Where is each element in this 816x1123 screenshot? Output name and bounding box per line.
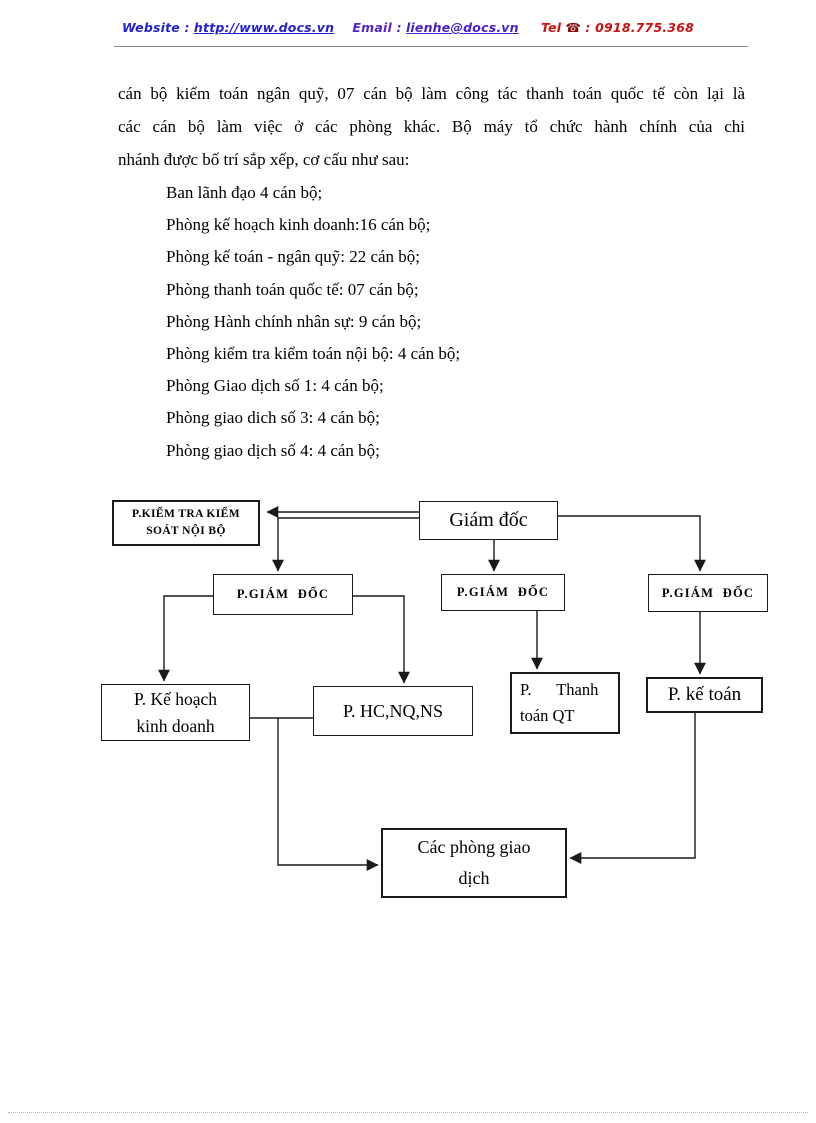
header-divider [114,46,748,47]
paragraph-line: các cán bộ làm việc ở các phòng khác. Bộ… [118,117,745,136]
box-kiem-tra-kiem-soat-noi-bo: P.KIỂM TRA KIỂM SOÁT NỘI BỘ [112,500,260,546]
list-item: Phòng giao dịch số 4: 4 cán bộ; [166,440,380,460]
box-ke-hoach-kinh-doanh: P. Kế hoạch kinh doanh [101,684,250,741]
footer-divider [8,1112,808,1113]
box-label: kinh doanh [136,715,215,736]
document-body: cán bộ kiểm toán ngân quỹ, 07 cán bộ làm… [118,77,745,467]
box-label: P.KIỂM TRA KIỂM [132,508,240,521]
box-label: P.GIÁM ĐỐC [456,585,550,599]
box-pho-giam-doc-middle: P.GIÁM ĐỐC [441,574,565,611]
box-label: Giám đốc [449,509,528,531]
email-link[interactable]: lienhe@docs.vn [405,20,519,35]
box-hc-nq-ns: P. HC,NQ,NS [313,686,473,736]
website-link[interactable]: http://www.docs.vn [193,20,335,35]
list-item: Phòng Giao dịch số 1: 4 cán bộ; [166,376,384,396]
box-label: P. HC,NQ,NS [342,700,444,721]
box-label: toán QT [520,706,575,725]
list-item: Phòng giao dich số 3: 4 cán bộ; [166,408,380,428]
box-label: P. Kế hoạch [133,689,218,710]
box-thanh-toan-qt: P. Thanh toán QT [510,672,620,734]
org-chart-connectors [158,506,706,871]
email-label: Email : [352,20,402,35]
paragraph-line: nhánh được bố trí sắp xếp, cơ cấu như sa… [118,150,410,169]
staff-list: Ban lãnh đạo 4 cán bộ; Phòng kế hoạch ki… [118,177,745,467]
page-header: Website : http://www.docs.vn Email : lie… [0,20,816,35]
list-item: Ban lãnh đạo 4 cán bộ; [166,183,323,202]
box-label: P. kế toán [667,684,742,705]
box-pho-giam-doc-left: P.GIÁM ĐỐC [213,574,353,615]
box-label: dịch [458,868,490,888]
box-pho-giam-doc-right: P.GIÁM ĐỐC [648,574,768,612]
list-item: Phòng kế toán - ngân quỹ: 22 cán bộ; [166,247,421,267]
phone-icon: ☎ [565,20,582,35]
box-cac-phong-giao-dich: Các phòng giao dịch [381,828,567,898]
org-chart: P.KIỂM TRA KIỂM SOÁT NỘI BỘ Giám đốc P.G… [0,480,816,920]
box-giam-doc: Giám đốc [419,501,558,540]
tel-label: Tel [540,20,562,35]
box-label: Các phòng giao [417,836,531,857]
tel-number: : 0918.775.368 [585,20,694,35]
box-label: P.GIÁM ĐỐC [661,585,755,600]
list-item: Phòng thanh toán quốc tế: 07 cán bộ; [166,279,419,299]
list-item: Phòng Hành chính nhân sự: 9 cán bộ; [166,311,422,331]
intro-paragraph: cán bộ kiểm toán ngân quỹ, 07 cán bộ làm… [118,77,745,176]
box-label: P. Thanh [520,680,599,700]
box-label: SOÁT NỘI BỘ [146,525,226,537]
box-ke-toan: P. kế toán [646,677,763,713]
website-label: Website : [121,20,190,35]
paragraph-line: cán bộ kiểm toán ngân quỹ, 07 cán bộ làm… [118,84,745,103]
list-item: Phòng kế hoạch kinh doanh:16 cán bộ; [166,215,431,235]
list-item: Phòng kiểm tra kiểm toán nội bộ: 4 cán b… [166,344,461,364]
box-label: P.GIÁM ĐỐC [236,587,330,601]
